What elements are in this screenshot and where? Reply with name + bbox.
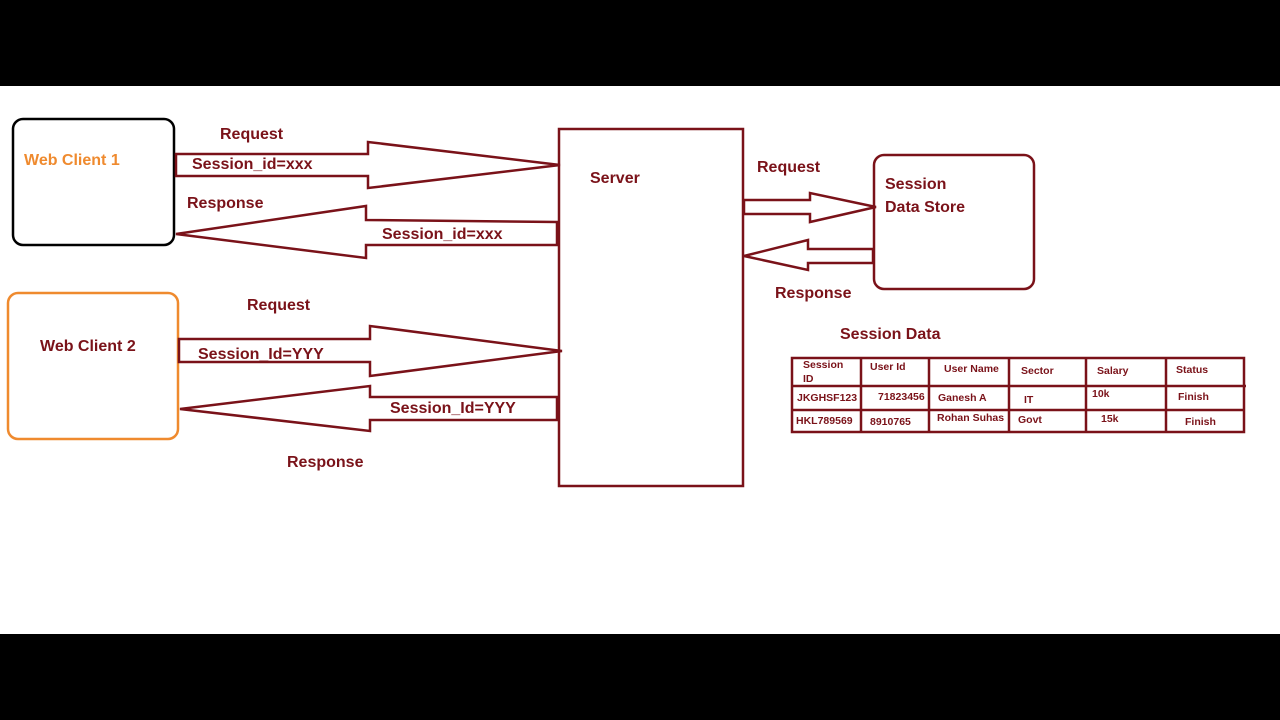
client1-response-label: Response <box>187 195 264 212</box>
diagram-canvas: Web Client 1 Web Client 2 Server Session… <box>0 86 1280 634</box>
client2-response-arrow <box>179 384 559 433</box>
table-header-user-name: User Name <box>944 363 999 375</box>
table-row1-salary: 10k <box>1092 388 1110 400</box>
client2-response-label: Response <box>287 454 364 471</box>
table-row1-status: Finish <box>1178 391 1209 403</box>
table-row2-sector: Govt <box>1018 414 1042 426</box>
session-data-title: Session Data <box>840 326 941 343</box>
client1-response-payload: Session_id=xxx <box>382 226 503 243</box>
web-client-1-box <box>11 117 176 247</box>
table-row2-user-id: 8910765 <box>870 416 911 428</box>
table-header-user-id: User Id <box>870 361 906 373</box>
store-request-label: Request <box>757 159 821 176</box>
table-header-sector: Sector <box>1021 365 1054 377</box>
table-header-session: Session <box>803 359 844 371</box>
table-row2-user-name: Rohan Suhas <box>937 412 1005 424</box>
client2-response-payload: Session_Id=YYY <box>390 400 516 417</box>
table-header-id: ID <box>803 373 814 385</box>
table-row2-salary: 15k <box>1101 413 1119 425</box>
diagram-shapes <box>6 117 1246 488</box>
client1-response-arrow <box>175 204 559 260</box>
table-header-salary: Salary <box>1097 365 1129 377</box>
client2-request-arrow <box>177 324 563 378</box>
store-response-arrow <box>743 238 875 272</box>
table-row1-user-id: 71823456 <box>878 391 925 403</box>
table-row2-session-id: HKL789569 <box>796 415 853 427</box>
table-row1-sector: IT <box>1024 394 1034 406</box>
store-request-arrow <box>742 191 877 224</box>
server-box <box>557 127 745 488</box>
session-table-grid <box>790 356 1246 434</box>
client1-request-arrow <box>174 140 561 190</box>
server-label: Server <box>590 170 640 187</box>
web-client-2-box <box>6 291 180 441</box>
web-client-1-label: Web Client 1 <box>24 152 120 169</box>
client2-request-payload: Session_Id=YYY <box>198 346 324 363</box>
session-store-label-line1: Session <box>885 176 947 193</box>
client2-request-label: Request <box>247 297 311 314</box>
web-client-2-label: Web Client 2 <box>40 338 136 355</box>
session-data-store-box <box>872 153 1036 291</box>
table-row1-user-name: Ganesh A <box>938 392 987 404</box>
store-response-label: Response <box>775 285 852 302</box>
table-row2-status: Finish <box>1185 416 1216 428</box>
session-store-label-line2: Data Store <box>885 199 966 216</box>
client1-request-label: Request <box>220 126 284 143</box>
client1-request-payload: Session_id=xxx <box>192 156 313 173</box>
table-row1-session-id: JKGHSF123 <box>797 392 858 404</box>
table-header-status: Status <box>1176 364 1209 376</box>
